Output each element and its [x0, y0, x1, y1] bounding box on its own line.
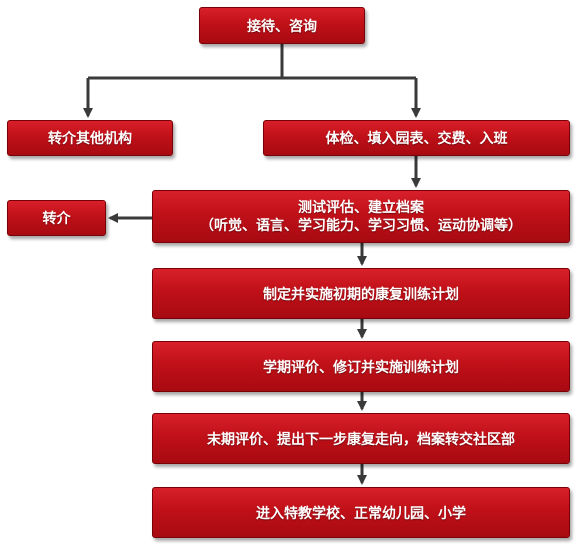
- node-label: 转介: [42, 211, 71, 227]
- node-label: 学期评价、修订并实施训练计划: [263, 359, 459, 376]
- node-label: 接待、咨询: [247, 18, 317, 35]
- node-reception-consultation: 接待、咨询: [199, 7, 365, 44]
- node-semester-evaluation: 学期评价、修订并实施训练计划: [152, 341, 570, 392]
- node-label: 体检、填入园表、交费、入班: [325, 131, 508, 147]
- node-final-evaluation: 末期评价、提出下一步康复走向，档案转交社区部: [152, 413, 570, 464]
- node-checkup-enrollment: 体检、填入园表、交费、入班: [263, 120, 570, 156]
- node-label: 制定并实施初期的康复训练计划: [263, 286, 459, 303]
- node-school-placement: 进入特教学校、正常幼儿园、小学: [152, 487, 570, 538]
- node-refer-other-institution: 转介其他机构: [7, 120, 173, 156]
- node-label: 进入特教学校、正常幼儿园、小学: [256, 505, 466, 522]
- node-label: 末期评价、提出下一步康复走向，档案转交社区部: [207, 431, 515, 448]
- node-label-line1: 测试评估、建立档案: [298, 199, 424, 216]
- node-refer: 转介: [7, 200, 106, 236]
- node-assessment-archive: 测试评估、建立档案 （听觉、语言、学习能力、学习习惯、运动协调等）: [152, 190, 570, 243]
- node-label-line2: （听觉、语言、学习能力、学习习惯、运动协调等）: [200, 217, 522, 234]
- node-initial-rehab-plan: 制定并实施初期的康复训练计划: [152, 268, 570, 319]
- node-label: 转介其他机构: [48, 131, 132, 147]
